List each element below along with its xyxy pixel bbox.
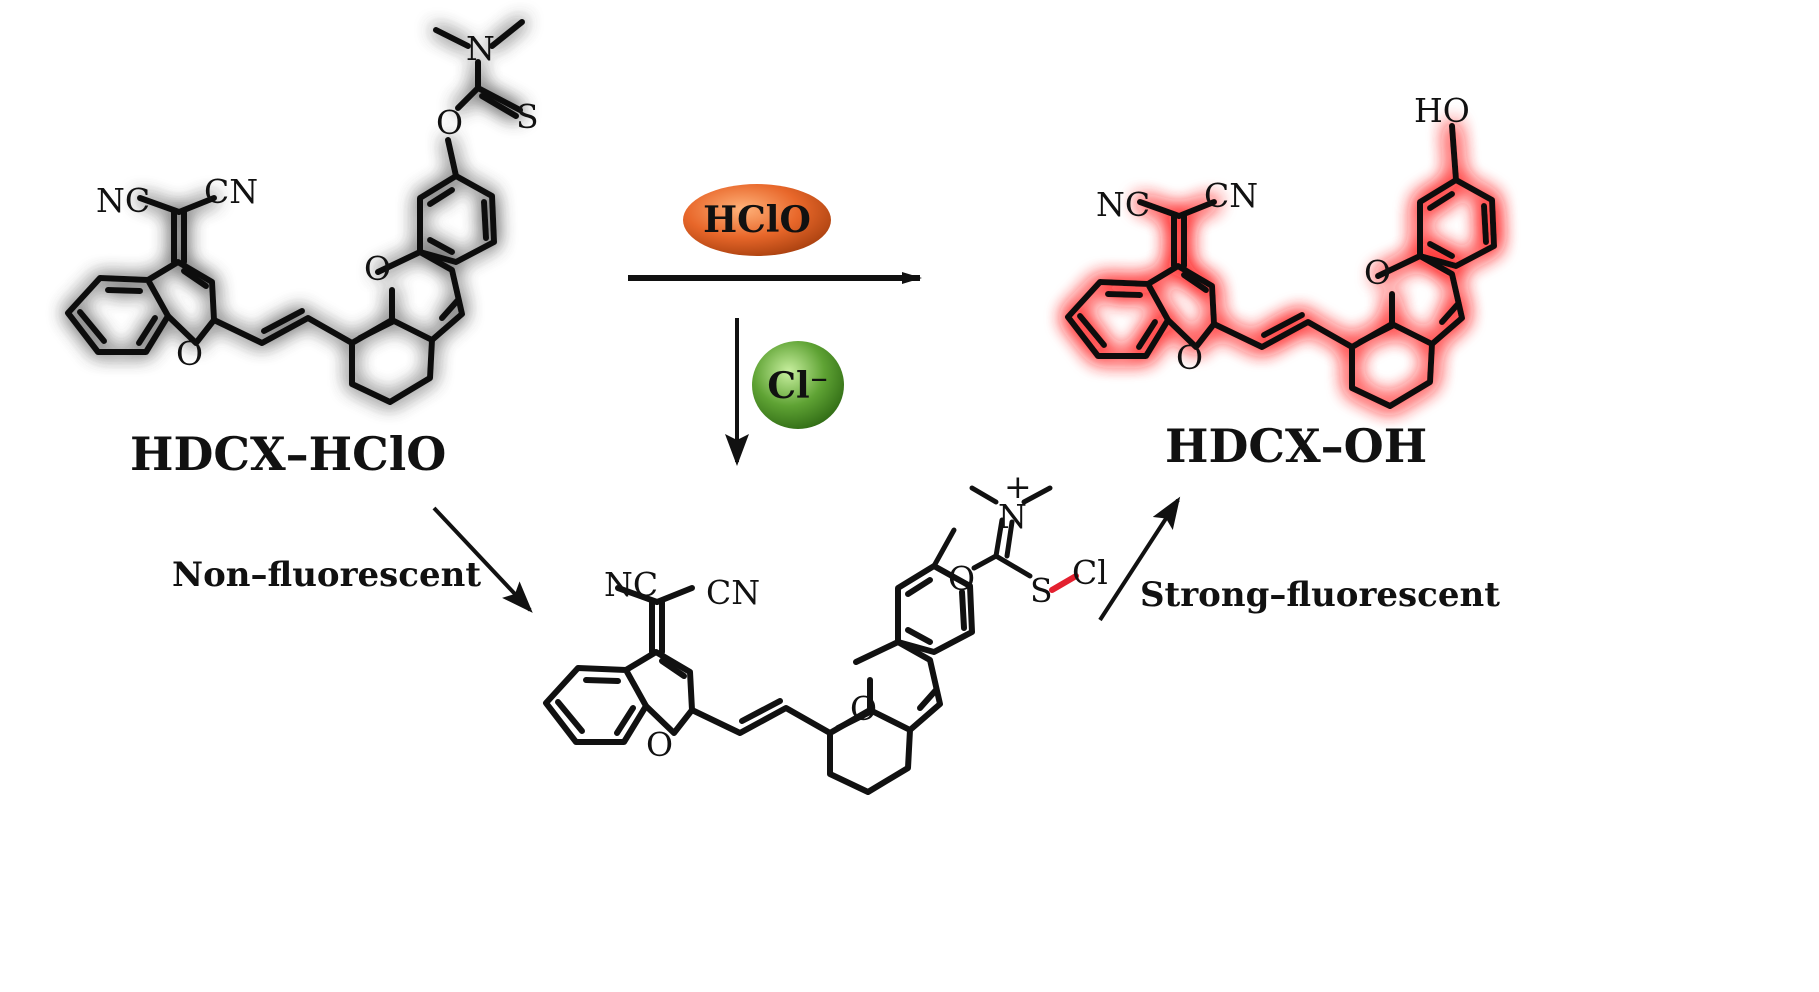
atom-cn: CN: [706, 573, 760, 612]
charge-plus: +: [1004, 467, 1032, 506]
atom-o-pyran: O: [1176, 338, 1203, 377]
diagonal-arrow-right: [1098, 496, 1181, 622]
atom-s: S: [516, 97, 539, 136]
non-fluorescent-label: Non–fluorescent: [172, 555, 481, 595]
atom-o-xanthene: O: [364, 249, 391, 288]
intermediate-molecule: [546, 485, 1079, 792]
atom-ho: HO: [1414, 91, 1470, 130]
probe-molecule: [68, 19, 525, 402]
hclo-reagent-badge: HClO: [683, 184, 831, 256]
atom-o-ester: O: [436, 103, 463, 142]
hclo-label: HClO: [703, 199, 811, 241]
product-atom-labels: NC CN O O HO: [1096, 91, 1470, 377]
product-molecule: [1068, 123, 1494, 406]
probe-atom-labels: NC CN O O O N S: [96, 29, 539, 373]
atom-nc: NC: [604, 565, 658, 604]
atom-o-xanthene: O: [1364, 253, 1391, 292]
atom-n-plus: N: [998, 497, 1027, 536]
atom-o-ester: O: [948, 559, 975, 598]
atom-o-xanthene: O: [850, 689, 877, 728]
atom-s: S: [1030, 571, 1053, 610]
atom-o-pyran: O: [646, 725, 673, 764]
atom-o-pyran: O: [176, 334, 203, 373]
diagonal-arrow-left: [432, 506, 533, 613]
strong-fluorescent-label: Strong–fluorescent: [1140, 575, 1500, 615]
product-name: HDCX–OH: [1165, 419, 1427, 473]
chloride-label: Cl⁻: [767, 365, 828, 407]
probe-name: HDCX–HClO: [130, 427, 446, 481]
atom-cn: CN: [1204, 176, 1258, 215]
atom-cn: CN: [204, 172, 258, 211]
intermediate-atom-labels: NC CN O O O N + S Cl: [604, 467, 1108, 764]
atom-n: N: [466, 29, 495, 68]
atom-nc: NC: [1096, 185, 1150, 224]
chloride-reagent-badge: Cl⁻: [752, 341, 844, 429]
atom-cl: Cl: [1072, 553, 1108, 592]
atom-nc: NC: [96, 181, 150, 220]
